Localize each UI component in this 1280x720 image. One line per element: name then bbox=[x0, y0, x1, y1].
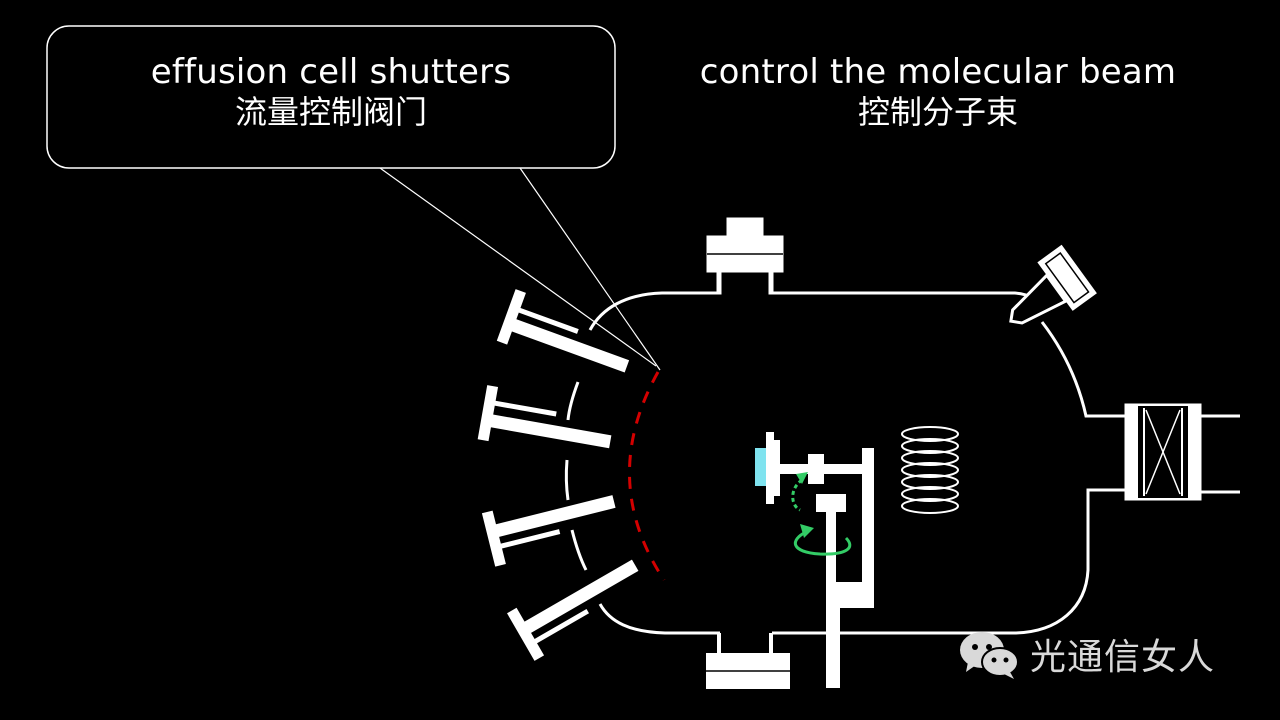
beam-callout: control the molecular beam 控制分子束 bbox=[660, 52, 1216, 132]
effusion-cell-3 bbox=[481, 495, 616, 567]
rotation-arrow-horizontal bbox=[793, 530, 852, 556]
gate-valve bbox=[1124, 403, 1240, 501]
chamber-wall-right-upper bbox=[1040, 321, 1125, 418]
effusion-callout-english: effusion cell shutters bbox=[150, 52, 512, 92]
vacuum-chamber bbox=[564, 291, 1125, 635]
effusion-callout: effusion cell shutters 流量控制阀门 bbox=[48, 52, 614, 132]
shutter-arc bbox=[628, 371, 666, 581]
chamber-wall-top-left bbox=[588, 291, 720, 331]
effusion-callout-chinese: 流量控制阀门 bbox=[234, 93, 427, 131]
chamber-wall-left-seg-2 bbox=[564, 459, 570, 501]
callout-bubble bbox=[46, 25, 661, 371]
chamber-wall-right-lower bbox=[772, 488, 1125, 635]
substrate-sample bbox=[755, 448, 766, 486]
bottom-port bbox=[706, 633, 790, 689]
heater-coil bbox=[901, 426, 959, 514]
sample-manipulator bbox=[755, 432, 874, 688]
effusion-cells bbox=[477, 289, 639, 661]
effusion-cell-4 bbox=[507, 559, 639, 661]
watermark: 光通信女人 bbox=[958, 628, 1215, 680]
pointer-line-2 bbox=[519, 167, 661, 371]
beam-callout-english: control the molecular beam bbox=[699, 52, 1177, 92]
watermark-text: 光通信女人 bbox=[1030, 637, 1216, 678]
effusion-cell-1 bbox=[496, 289, 630, 373]
angled-port bbox=[1009, 244, 1097, 325]
wechat-icon bbox=[960, 632, 1019, 679]
effusion-cell-2 bbox=[477, 385, 612, 449]
chamber-wall-left-seg-1 bbox=[566, 381, 580, 421]
rotation-arrows bbox=[791, 472, 852, 556]
chamber-wall-bottom-left bbox=[598, 603, 720, 635]
pointer-line-1 bbox=[379, 167, 657, 367]
beam-callout-chinese: 控制分子束 bbox=[857, 93, 1018, 131]
rotation-arrow-vertical bbox=[791, 478, 803, 512]
chamber-wall-left-seg-3 bbox=[570, 529, 588, 571]
chamber-wall-top-right bbox=[772, 291, 1044, 311]
top-port bbox=[706, 217, 784, 295]
